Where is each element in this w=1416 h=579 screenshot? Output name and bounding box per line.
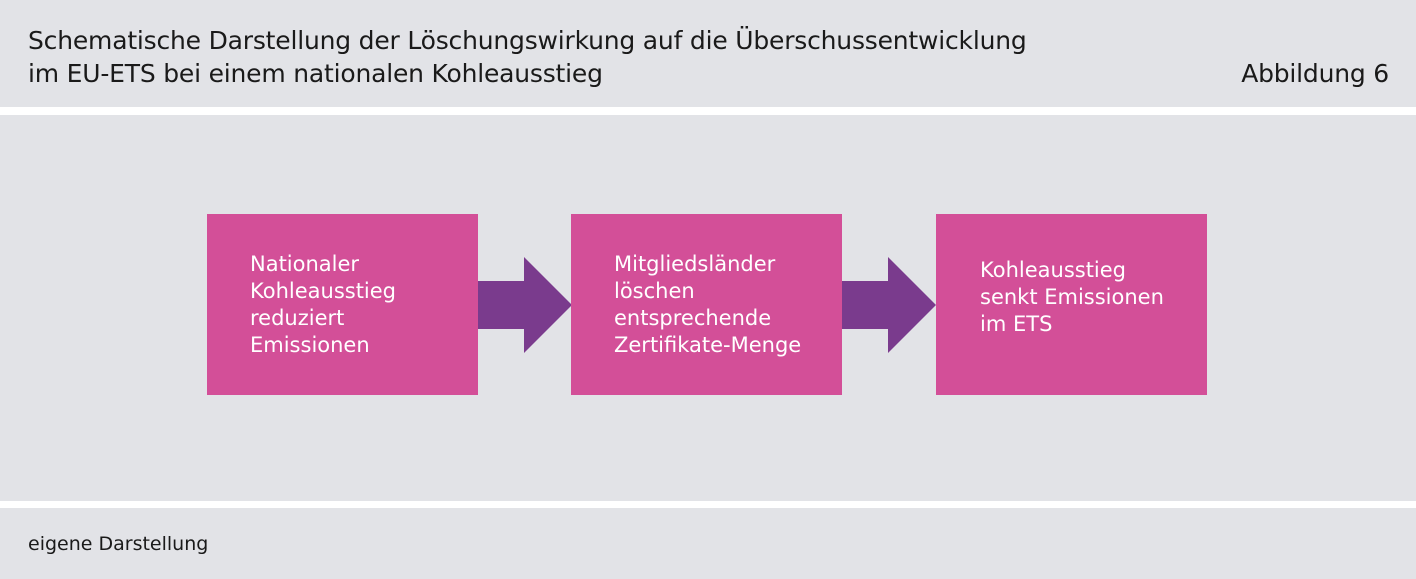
figure-number-label: Abbildung 6 bbox=[1241, 59, 1389, 88]
flow-box-text: Kohleausstieg senkt Emissionen im ETS bbox=[980, 258, 1164, 336]
figure-title-line-1: Schematische Darstellung der Löschungswi… bbox=[28, 26, 1027, 55]
header-panel: Schematische Darstellung der Löschungswi… bbox=[0, 0, 1416, 107]
flow-box-national-coal-exit: Nationaler Kohleausstieg reduziert Emiss… bbox=[207, 214, 478, 395]
flow-arrow-1-shape bbox=[478, 257, 572, 353]
flow-arrow-1 bbox=[478, 257, 572, 353]
diagram-panel: Nationaler Kohleausstieg reduziert Emiss… bbox=[0, 115, 1416, 501]
flow-box-emissions-reduced: Kohleausstieg senkt Emissionen im ETS bbox=[936, 214, 1207, 395]
footer-panel: eigene Darstellung bbox=[0, 508, 1416, 579]
source-note: eigene Darstellung bbox=[28, 533, 209, 555]
flow-arrow-2 bbox=[842, 257, 936, 353]
flow-box-member-states-cancel: Mitgliedsländer löschen entsprechende Ze… bbox=[571, 214, 842, 395]
flow-box-text: Mitgliedsländer löschen entsprechende Ze… bbox=[614, 251, 802, 357]
figure-title-line-2: im EU-ETS bei einem nationalen Kohleauss… bbox=[28, 59, 603, 88]
flow-box-text: Nationaler Kohleausstieg reduziert Emiss… bbox=[250, 251, 397, 357]
flow-arrow-2-shape bbox=[842, 257, 936, 353]
figure-title: Schematische Darstellung der Löschungswi… bbox=[28, 24, 1128, 90]
